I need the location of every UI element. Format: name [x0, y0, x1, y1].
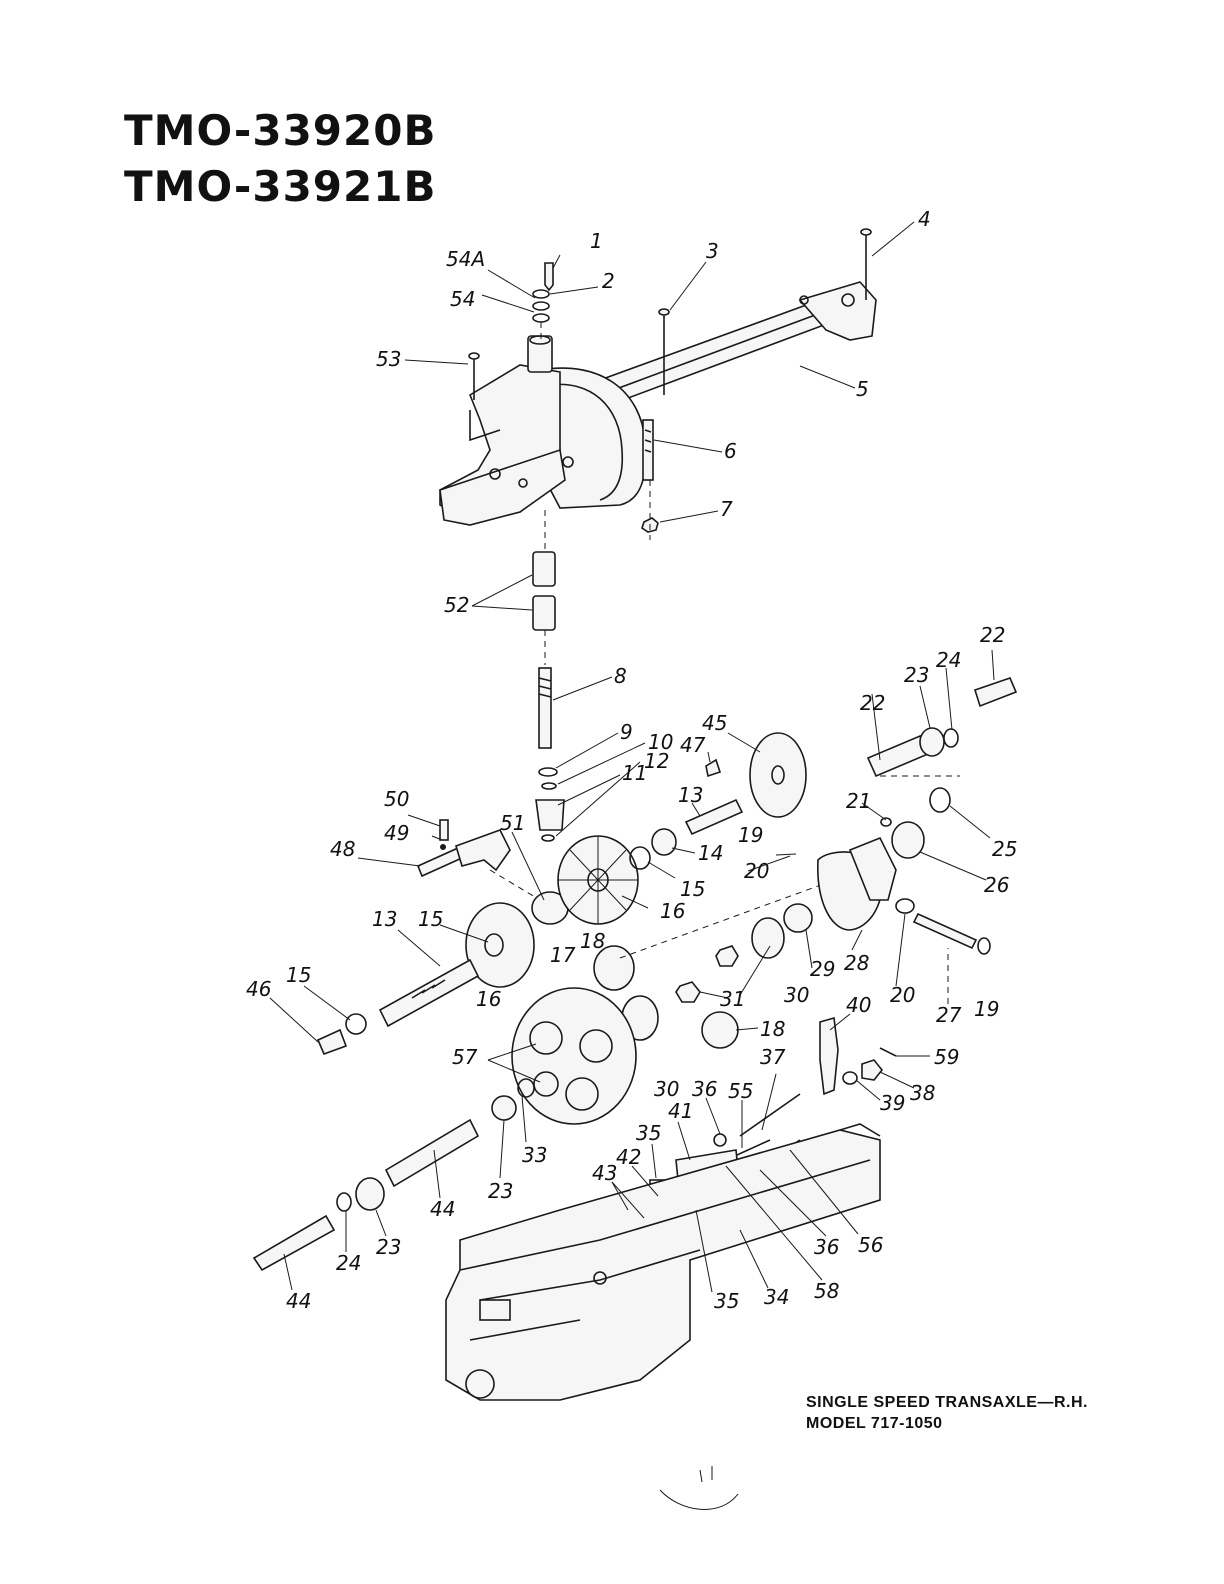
part-label-29: 29 — [810, 957, 835, 981]
housing-bolts-drawing — [468, 228, 872, 540]
input-shaft-stack-drawing — [532, 510, 565, 842]
part-label-40: 40 — [846, 993, 871, 1017]
part-label-13-lower: 13 — [372, 907, 397, 931]
left-gear-shaft-drawing — [316, 902, 535, 1056]
part-label-16-right: 16 — [660, 899, 685, 923]
part-label-45: 45 — [702, 711, 727, 735]
part-label-44-mid: 44 — [430, 1197, 455, 1221]
part-label-7: 7 — [720, 497, 733, 521]
part-label-59: 59 — [934, 1045, 959, 1069]
part-label-23-mid: 23 — [488, 1179, 513, 1203]
part-label-58: 58 — [814, 1279, 839, 1303]
part-label-12: 12 — [644, 749, 669, 773]
part-label-6: 6 — [724, 439, 737, 463]
part-label-56: 56 — [858, 1233, 883, 1257]
model-number-title-2: TMO-33921B — [124, 162, 437, 211]
model-number-title-1: TMO-33920B — [124, 106, 437, 155]
part-label-44-left: 44 — [286, 1289, 311, 1313]
part-label-27: 27 — [936, 1003, 962, 1027]
part-label-48: 48 — [330, 837, 355, 861]
part-label-19-upper: 19 — [738, 823, 763, 847]
part-label-57: 57 — [452, 1045, 478, 1069]
part-label-22-left: 22 — [860, 691, 885, 715]
part-label-8: 8 — [614, 664, 627, 688]
part-label-25: 25 — [992, 837, 1017, 861]
part-label-16-left: 16 — [476, 987, 501, 1011]
part-label-51: 51 — [500, 811, 525, 835]
part-label-52: 52 — [444, 593, 469, 617]
part-label-15-left: 15 — [286, 963, 311, 987]
part-label-49: 49 — [384, 821, 409, 845]
part-label-24-right: 24 — [936, 648, 961, 672]
shift-lever-drawing — [819, 1016, 897, 1096]
part-label-17: 17 — [550, 943, 576, 967]
part-label-24-left: 24 — [336, 1251, 361, 1275]
brake-disc-drawing — [684, 732, 807, 836]
upper-housing-drawing — [439, 281, 877, 526]
part-label-20-lower: 20 — [890, 983, 915, 1007]
part-label-23-left: 23 — [376, 1235, 401, 1259]
part-label-19-lower: 19 — [974, 997, 999, 1021]
part-label-10: 10 — [648, 730, 673, 754]
diagram-caption-model: MODEL 717-1050 — [806, 1415, 943, 1432]
part-label-42: 42 — [616, 1145, 641, 1169]
part-label-33: 33 — [522, 1143, 547, 1167]
part-label-55: 55 — [728, 1079, 753, 1103]
part-label-23-right: 23 — [904, 663, 929, 687]
shift-fork-drawing — [416, 819, 541, 901]
lower-housing-drawing — [445, 1123, 881, 1401]
part-label-38: 38 — [910, 1081, 935, 1105]
top-small-parts-drawing — [532, 262, 554, 340]
left-axle-drawing — [252, 1118, 480, 1272]
side-cover-drawing — [817, 787, 991, 955]
leader-lines — [269, 221, 995, 1293]
part-label-15-right: 15 — [680, 877, 705, 901]
part-label-31: 31 — [720, 987, 745, 1011]
part-label-26: 26 — [984, 873, 1009, 897]
part-label-14: 14 — [698, 841, 723, 865]
part-label-9: 9 — [620, 720, 633, 744]
part-label-43: 43 — [592, 1161, 617, 1185]
part-label-36-upper: 36 — [692, 1077, 717, 1101]
ring-gear-drawing — [491, 987, 637, 1125]
part-label-20-upper: 20 — [744, 859, 769, 883]
part-label-41: 41 — [668, 1099, 693, 1123]
part-label-36-lower: 36 — [814, 1235, 839, 1259]
part-label-18-upper: 18 — [580, 929, 605, 953]
part-label-11: 11 — [622, 761, 647, 785]
part-label-35-upper: 35 — [636, 1121, 661, 1145]
part-label-30-left: 30 — [654, 1077, 679, 1101]
differential-gears-drawing — [531, 828, 677, 925]
part-label-28: 28 — [844, 951, 869, 975]
part-label-4: 4 — [918, 207, 931, 231]
right-axle-drawing — [866, 677, 1018, 778]
part-label-54: 54 — [450, 287, 475, 311]
part-labels: 1 2 3 4 5 6 7 8 9 10 11 12 13 13 14 15 1… — [246, 207, 1017, 1313]
part-label-1: 1 — [590, 229, 603, 253]
part-label-53: 53 — [376, 347, 401, 371]
part-label-3: 3 — [706, 239, 719, 263]
part-label-18-lower: 18 — [760, 1017, 785, 1041]
part-label-37: 37 — [760, 1045, 786, 1069]
part-label-34: 34 — [764, 1285, 789, 1309]
part-label-15-mid: 15 — [418, 907, 443, 931]
part-label-22-right: 22 — [980, 623, 1005, 647]
part-label-13-upper: 13 — [678, 783, 703, 807]
part-label-21: 21 — [846, 789, 871, 813]
part-label-30-right: 30 — [784, 983, 809, 1007]
part-label-46: 46 — [246, 977, 271, 1001]
part-label-47: 47 — [680, 733, 706, 757]
part-label-54a: 54A — [446, 247, 485, 271]
diagram-caption-title: SINGLE SPEED TRANSAXLE—R.H. — [806, 1394, 1088, 1411]
page-mark-smudge — [659, 1466, 739, 1510]
part-label-35-lower: 35 — [714, 1289, 739, 1313]
part-label-39: 39 — [880, 1091, 905, 1115]
part-label-50: 50 — [384, 787, 409, 811]
part-label-2: 2 — [602, 269, 615, 293]
part-label-5: 5 — [856, 377, 869, 401]
